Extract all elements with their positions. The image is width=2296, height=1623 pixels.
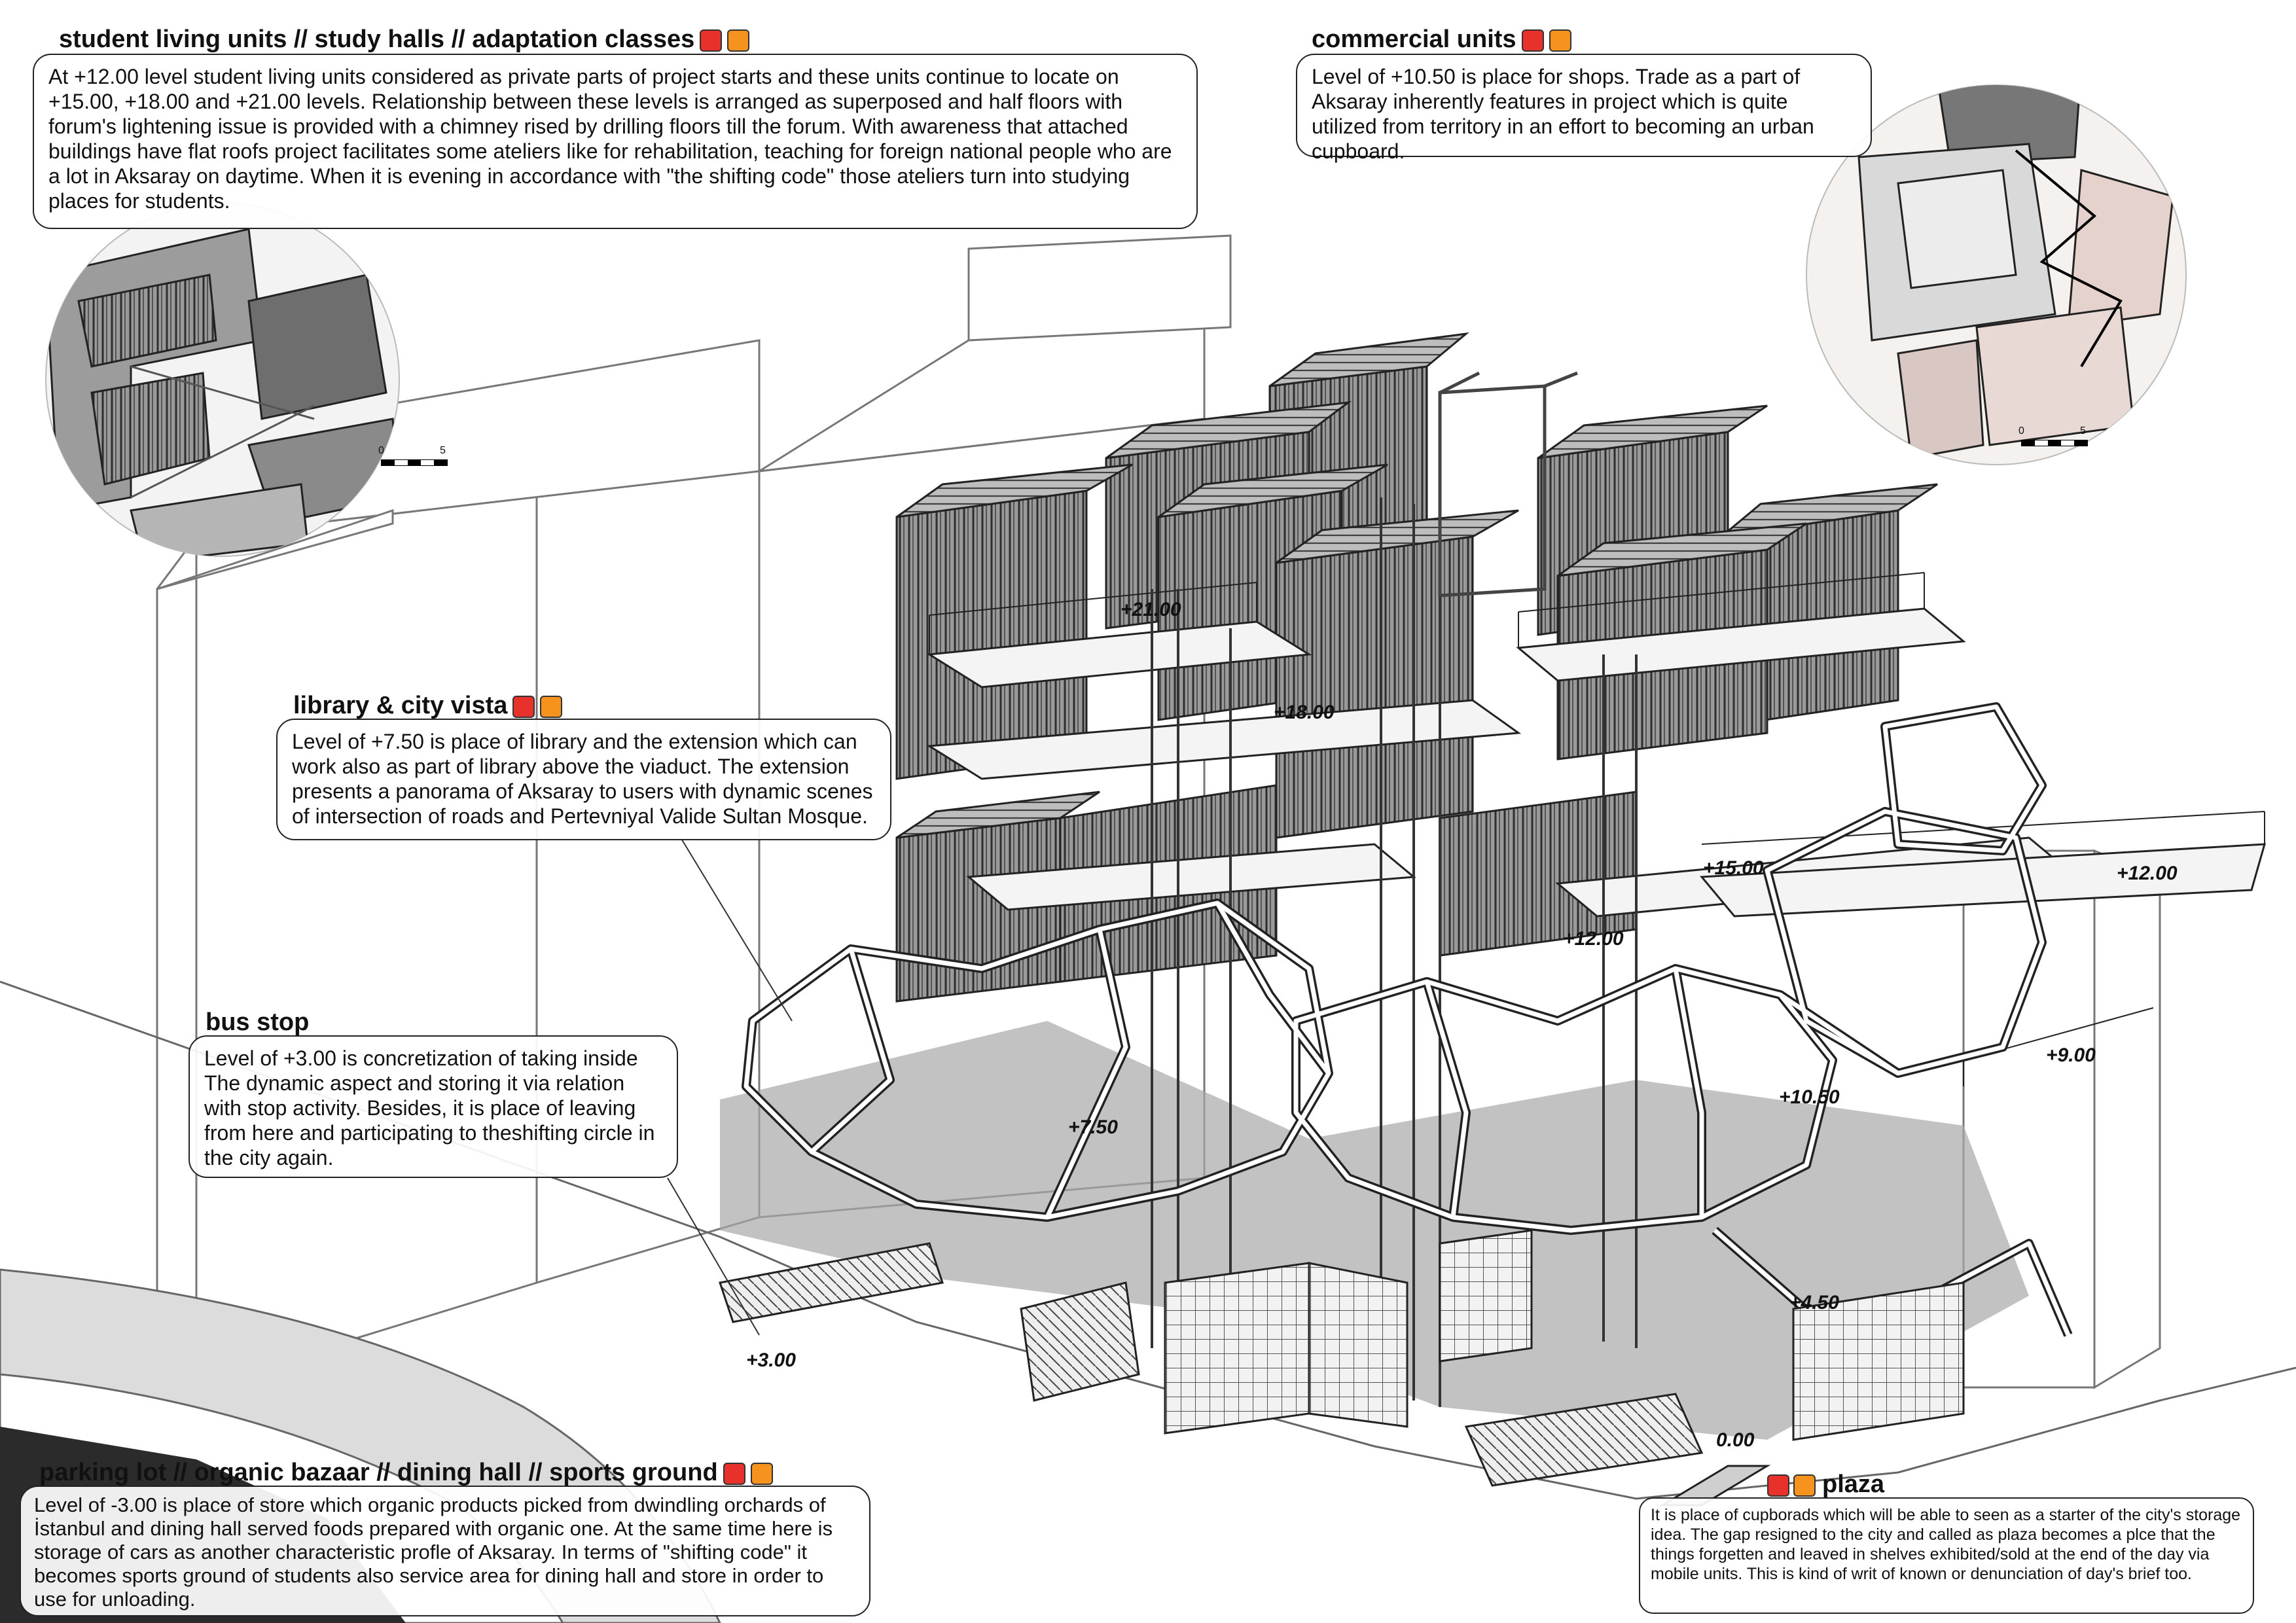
orange-tag-icon [540,695,563,718]
student-title-text: student living units // study halls // a… [59,26,695,53]
red-tag-icon [723,1462,745,1485]
scale-five-label: 5 [2080,425,2086,437]
scale-five-label: 5 [440,445,446,456]
scale-zero-label: 0 [378,445,384,456]
student-description-panel: At +12.00 level student living units con… [33,54,1198,229]
orange-tag-icon [727,29,750,52]
commercial-description-panel: Level of +10.50 is place for shops. Trad… [1296,54,1872,163]
roof-tower-frame [1438,371,1578,597]
parking-description-panel: Level of -3.00 is place of store which o… [20,1486,870,1616]
red-tag-icon [1767,1474,1789,1497]
red-tag-icon [1521,29,1544,52]
red-tag-icon [512,695,535,718]
level-label-1800: +18.00 [1274,702,1335,723]
bus-stop-description: Level of +3.00 is concretization of taki… [204,1046,655,1169]
bus-stop-section-title: bus stop [206,1008,309,1037]
student-description: At +12.00 level student living units con… [48,65,1172,213]
plaza-title-text: plaza [1822,1471,1885,1498]
level-label-1200-right: +12.00 [2117,863,2178,884]
plan-inset-right [1806,84,2187,465]
orange-tag-icon [1793,1474,1816,1497]
level-label-1050: +10.50 [1779,1086,1840,1108]
cupboard-grids [1164,1229,1965,1441]
commercial-description: Level of +10.50 is place for shops. Trad… [1312,65,1814,163]
level-label-1500: +15.00 [1703,857,1764,879]
plaza-description-panel: It is place of cupborads which will be a… [1639,1497,2254,1614]
level-label-900: +9.00 [2046,1044,2096,1066]
plaza-section-title: plaza [1767,1470,1884,1499]
bus-stop-title-text: bus stop [206,1008,310,1036]
scale-bar-left: 0 5 [378,445,448,466]
orange-tag-icon [1549,29,1571,52]
scale-zero-label: 0 [2018,425,2024,437]
level-label-000: 0.00 [1716,1429,1755,1451]
library-description: Level of +7.50 is place of library and t… [292,730,873,828]
level-label-750: +7.50 [1068,1116,1118,1138]
parking-description: Level of -3.00 is place of store which o… [34,1493,833,1611]
commercial-section-title: commercial units [1312,25,1571,54]
container-modules [895,332,1938,1003]
commercial-title-text: commercial units [1312,26,1516,53]
parking-section-title: parking lot // organic bazaar // dining … [39,1458,773,1487]
level-label-300: +3.00 [746,1349,796,1371]
red-tag-icon [700,29,723,52]
tubular-frame-light [744,704,2071,1336]
library-description-panel: Level of +7.50 is place of library and t… [276,719,891,840]
level-label-450: +4.50 [1789,1292,1839,1313]
level-label-2100: +21.00 [1121,599,1181,620]
bus-stop-description-panel: Level of +3.00 is concretization of taki… [188,1035,678,1178]
stairs [719,1242,1771,1507]
plan-inset-left [45,202,400,557]
floor-slabs [926,607,2267,918]
scale-bar-right: 0 5 [2018,425,2088,446]
parking-title-text: parking lot // organic bazaar // dining … [39,1459,718,1486]
orange-tag-icon [750,1462,773,1485]
plaza-description: It is place of cupborads which will be a… [1651,1506,2241,1583]
level-label-1200-left: +12.00 [1563,928,1624,950]
library-title-text: library & city vista [293,692,508,719]
library-section-title: library & city vista [293,691,563,720]
student-section-title: student living units // study halls // a… [59,25,750,54]
